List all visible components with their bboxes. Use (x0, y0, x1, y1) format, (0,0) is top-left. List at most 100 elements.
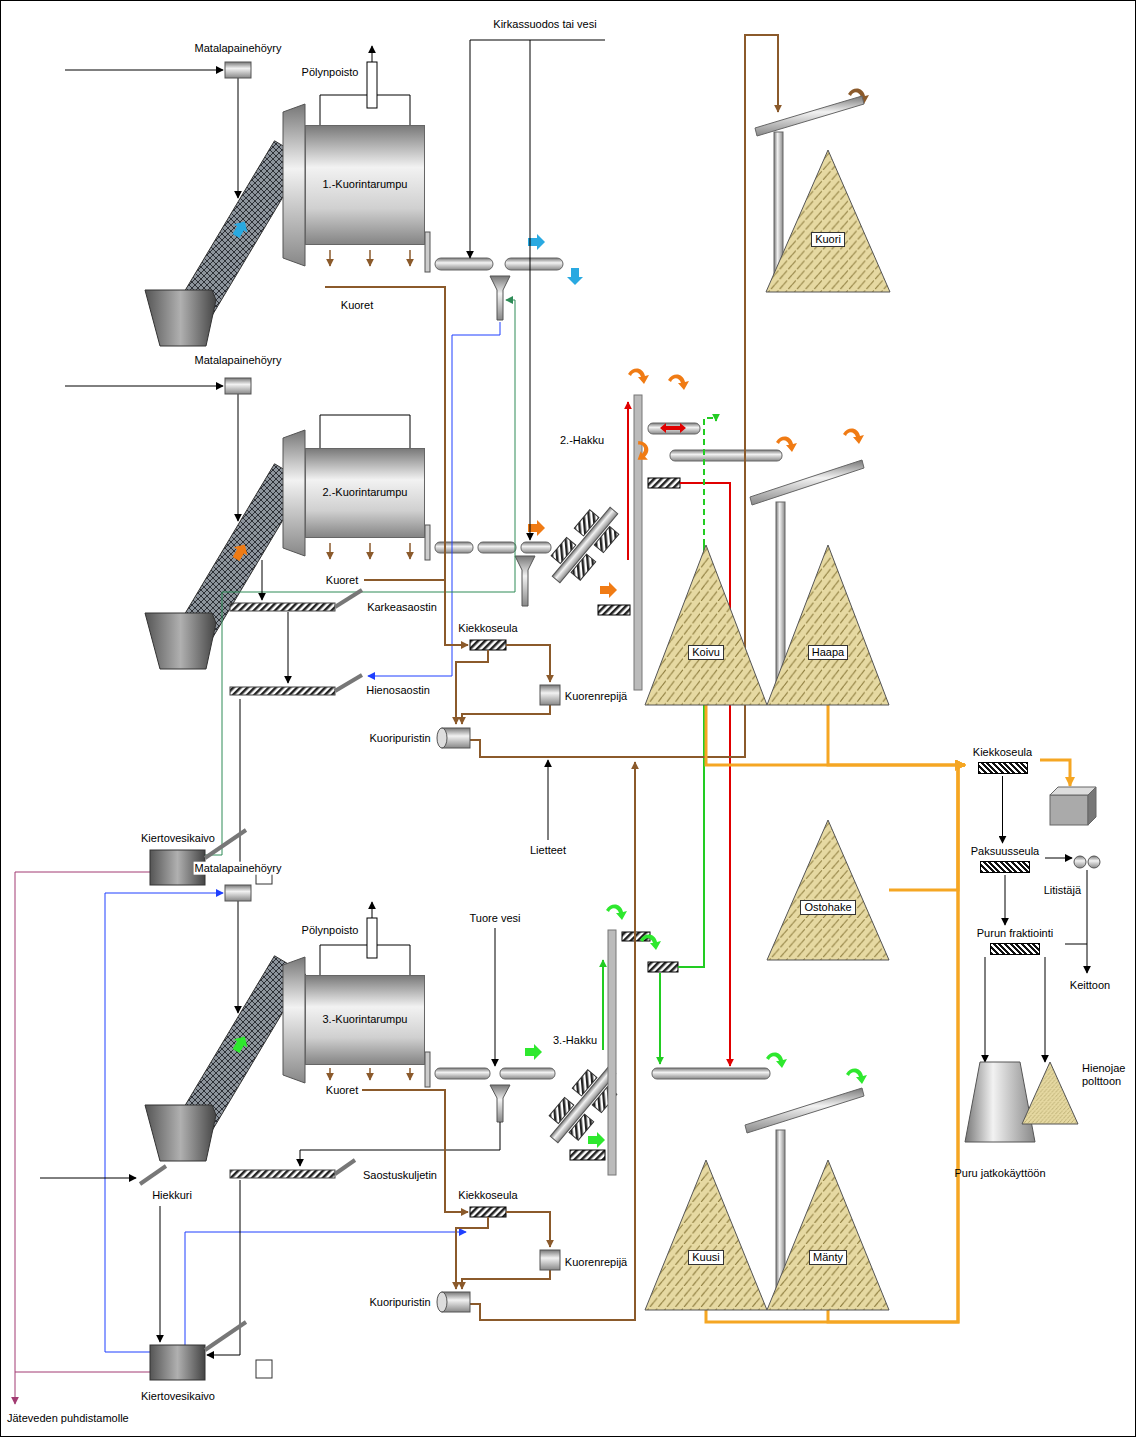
stacker (755, 96, 864, 136)
roller-conveyor (435, 542, 473, 553)
water-line (530, 40, 531, 540)
node-text: Kiekkoseula (973, 746, 1032, 759)
node-text: Purun fraktiointi (977, 927, 1053, 940)
infeed-conveyor (145, 141, 306, 1161)
sediment-conveyor (335, 590, 362, 607)
water-line (205, 300, 515, 855)
log-flow-arrow (525, 1044, 542, 1060)
node-text: 2.-Kuorintarumpu (323, 486, 408, 499)
pile-outline (1022, 1062, 1078, 1124)
flow-connector (1002, 776, 1003, 843)
node-text: Puru jatkokäyttöön (954, 1167, 1045, 1180)
bark-drop (369, 543, 371, 559)
log-flow-arrow (600, 582, 617, 598)
debarking-drum: 3.-Kuorintarumpu (305, 975, 425, 1065)
pile-outline (767, 1160, 889, 1310)
node-text: 3.-Kuorintarumpu (323, 1013, 408, 1026)
log-flow-arrow (567, 268, 583, 285)
chip-screen (648, 962, 678, 972)
chip-screen (470, 640, 506, 650)
chip-pile: Koivu (645, 545, 767, 705)
chip-flow (776, 437, 797, 452)
chip-flow (843, 429, 864, 444)
part-label: Matalapainehöyry (194, 862, 283, 875)
screen-deck (978, 762, 1028, 774)
dust-extraction (372, 902, 373, 918)
chip-pile: Kuusi (645, 1160, 767, 1310)
infeed-conveyor (145, 464, 306, 669)
part-label: Litistäjä (1043, 884, 1082, 897)
part-label: Kuoripuristin (368, 1296, 431, 1309)
part-label: Kuoripuristin (368, 732, 431, 745)
bark-drop (409, 250, 411, 266)
chip-handling (1050, 795, 1088, 825)
infeed-conveyor (145, 290, 216, 346)
part-label: 2.-Hakku (559, 434, 605, 447)
dust-extraction (367, 62, 377, 108)
infeed-conveyor (145, 956, 306, 1161)
roller-conveyor (435, 1068, 490, 1079)
infeed-conveyor (229, 540, 251, 563)
screen-unit: Paksuusseula (965, 843, 1045, 875)
chip-handling (1065, 944, 1087, 945)
node-text: Paksuusseula (971, 845, 1040, 858)
flow-connector (1045, 957, 1046, 1062)
drum-end (283, 957, 305, 1083)
bark-drop (330, 250, 410, 1080)
part-label: Kuoret (325, 1084, 359, 1097)
part-label: Matalapainehöyry (194, 354, 283, 367)
drum-end (425, 232, 430, 272)
water-line (160, 1206, 161, 1342)
part-label: Kiertovesikaivo (140, 1390, 216, 1403)
pile-outline (767, 545, 889, 705)
circulation-well (256, 1360, 272, 1378)
node-text: Ostohake (800, 900, 855, 915)
pile-outline (766, 150, 890, 292)
part-label: 3.-Hakku (552, 1034, 598, 1047)
sediment-conveyor (335, 675, 362, 691)
bark-machine (437, 728, 447, 748)
part-label: Kiekkoseula (457, 1189, 518, 1202)
drum-end (425, 1052, 430, 1087)
log-flow-arrow (528, 234, 545, 250)
chip-pile: Ostohake (767, 820, 889, 960)
sediment-conveyor (230, 1170, 335, 1178)
steam-feed (238, 78, 239, 198)
sediment-conveyor (140, 1166, 166, 1184)
pile-outline (1022, 1062, 1078, 1124)
water-line (185, 1232, 466, 1345)
part-label: Kuorenrepijä (564, 1256, 628, 1269)
log-flow-arrow (528, 520, 545, 536)
steam-feed (238, 394, 239, 521)
chip-flow (846, 1069, 867, 1084)
flow-connector (706, 705, 965, 765)
chip-pile: Kuori (766, 150, 890, 292)
debarking-drum: 2.-Kuorintarumpu (305, 448, 425, 538)
debarking-drum: 1.-Kuorintarumpu (305, 125, 425, 245)
screen-deck (990, 943, 1040, 955)
dust-extraction (372, 46, 373, 62)
chip-flow (627, 402, 629, 560)
roller-conveyor (670, 450, 782, 461)
chip-pile: Haapa (767, 545, 889, 705)
bark-machine (437, 685, 560, 1312)
chip-handling (1088, 787, 1096, 825)
circulation-well (150, 1345, 205, 1380)
chip-flow (668, 375, 689, 390)
bark-line (364, 579, 445, 581)
stacker (745, 1088, 864, 1133)
steam-feed (65, 386, 223, 387)
pile-outline (767, 545, 889, 705)
fines-pile: Hienojae polttoon (1022, 1062, 1136, 1132)
chip-flow (640, 935, 661, 950)
part-label: Kuoret (325, 574, 359, 587)
steam-feed (225, 62, 251, 78)
part-label: Saostuskuljetin (362, 1169, 438, 1182)
flow-connector (889, 765, 965, 890)
node-text: Haapa (808, 645, 848, 660)
bark-line (506, 645, 550, 682)
